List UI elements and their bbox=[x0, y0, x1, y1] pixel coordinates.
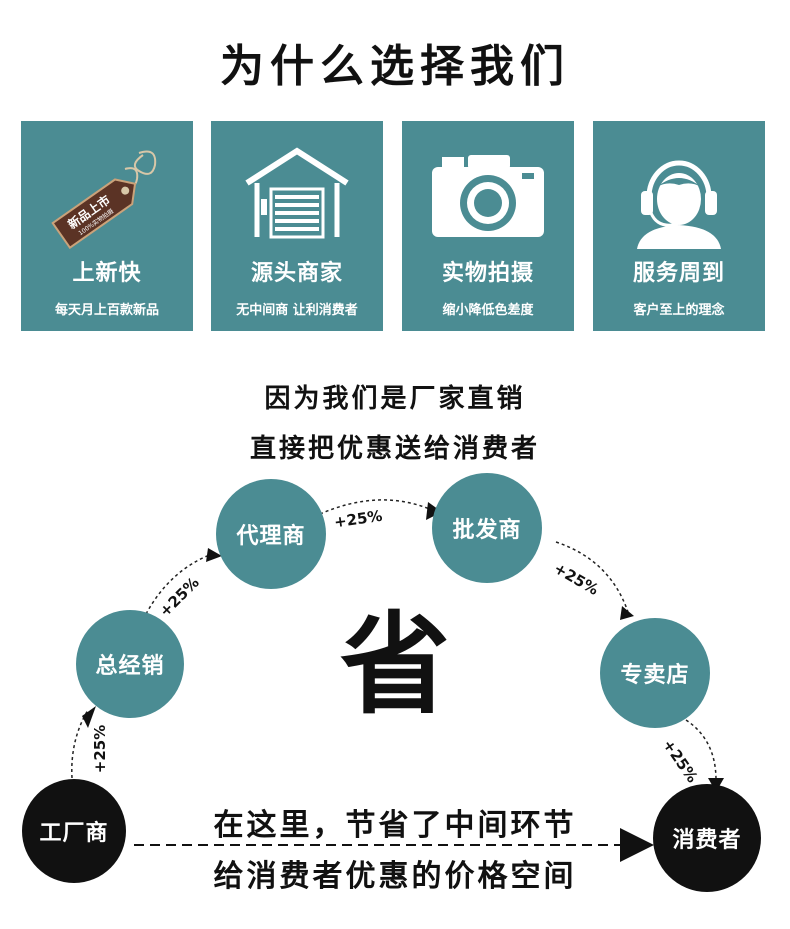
card-heading: 服务周到 bbox=[632, 260, 725, 286]
arrow-wholesaler-to-store bbox=[555, 541, 629, 613]
card-subtext: 客户至上的理念 bbox=[633, 303, 725, 318]
warehouse-icon bbox=[245, 147, 349, 239]
card-subtext: 每天月上百款新品 bbox=[54, 303, 159, 318]
node-factory: 工厂商 bbox=[22, 779, 126, 883]
node-label: 专卖店 bbox=[620, 662, 690, 688]
node-label: 代理商 bbox=[236, 523, 306, 549]
slogan-line-2: 直接把优惠送给消费者 bbox=[249, 434, 540, 464]
arrow-store-to-consumer bbox=[685, 719, 717, 781]
card-subtext: 缩小降低色差度 bbox=[442, 303, 534, 318]
card-heading: 实物拍摄 bbox=[441, 260, 534, 286]
node-label: 总经销 bbox=[95, 653, 165, 679]
arrow-agent-to-wholesaler bbox=[319, 499, 433, 515]
card-subtext: 无中间商 让利消费者 bbox=[236, 303, 358, 318]
price-tag-icon: 新品上市 100%实物拍摄 bbox=[51, 150, 157, 249]
feature-card-source-merchant: 源头商家 无中间商 让利消费者 bbox=[211, 121, 383, 331]
card-heading: 源头商家 bbox=[250, 260, 343, 286]
camera-icon bbox=[432, 155, 544, 237]
feature-card-real-photos: 实物拍摄 缩小降低色差度 bbox=[402, 121, 574, 331]
feature-card-service: 服务周到 客户至上的理念 bbox=[593, 121, 765, 331]
baseline-arrowhead bbox=[620, 828, 654, 862]
page-title: 为什么选择我们 bbox=[220, 41, 570, 92]
card-heading: 上新快 bbox=[72, 260, 142, 286]
arrowhead-1 bbox=[82, 706, 96, 728]
node-label: 消费者 bbox=[672, 827, 742, 853]
node-specialty-store: 专卖店 bbox=[600, 618, 710, 728]
node-general-distributor: 总经销 bbox=[76, 610, 184, 718]
save-character: 省 bbox=[340, 600, 450, 729]
node-consumer: 消费者 bbox=[653, 784, 761, 892]
node-label: 批发商 bbox=[452, 517, 522, 543]
bottom-text-line-1: 在这里，节省了中间环节 bbox=[213, 808, 577, 843]
node-agent: 代理商 bbox=[216, 479, 326, 589]
markup-label-1: +25% bbox=[91, 724, 110, 774]
arrow-factory-to-general bbox=[71, 709, 89, 779]
feature-card-new-arrivals: 新品上市 100%实物拍摄 上新快 每天月上百款新品 bbox=[21, 121, 193, 331]
slogan-line-1: 因为我们是厂家直销 bbox=[264, 384, 526, 414]
node-wholesaler: 批发商 bbox=[432, 473, 542, 583]
node-label: 工厂商 bbox=[39, 820, 109, 846]
arrowhead-2 bbox=[206, 548, 222, 562]
bottom-text-line-2: 给消费者优惠的价格空间 bbox=[213, 859, 577, 894]
headset-agent-icon bbox=[637, 160, 721, 249]
arrowhead-4 bbox=[620, 606, 634, 620]
